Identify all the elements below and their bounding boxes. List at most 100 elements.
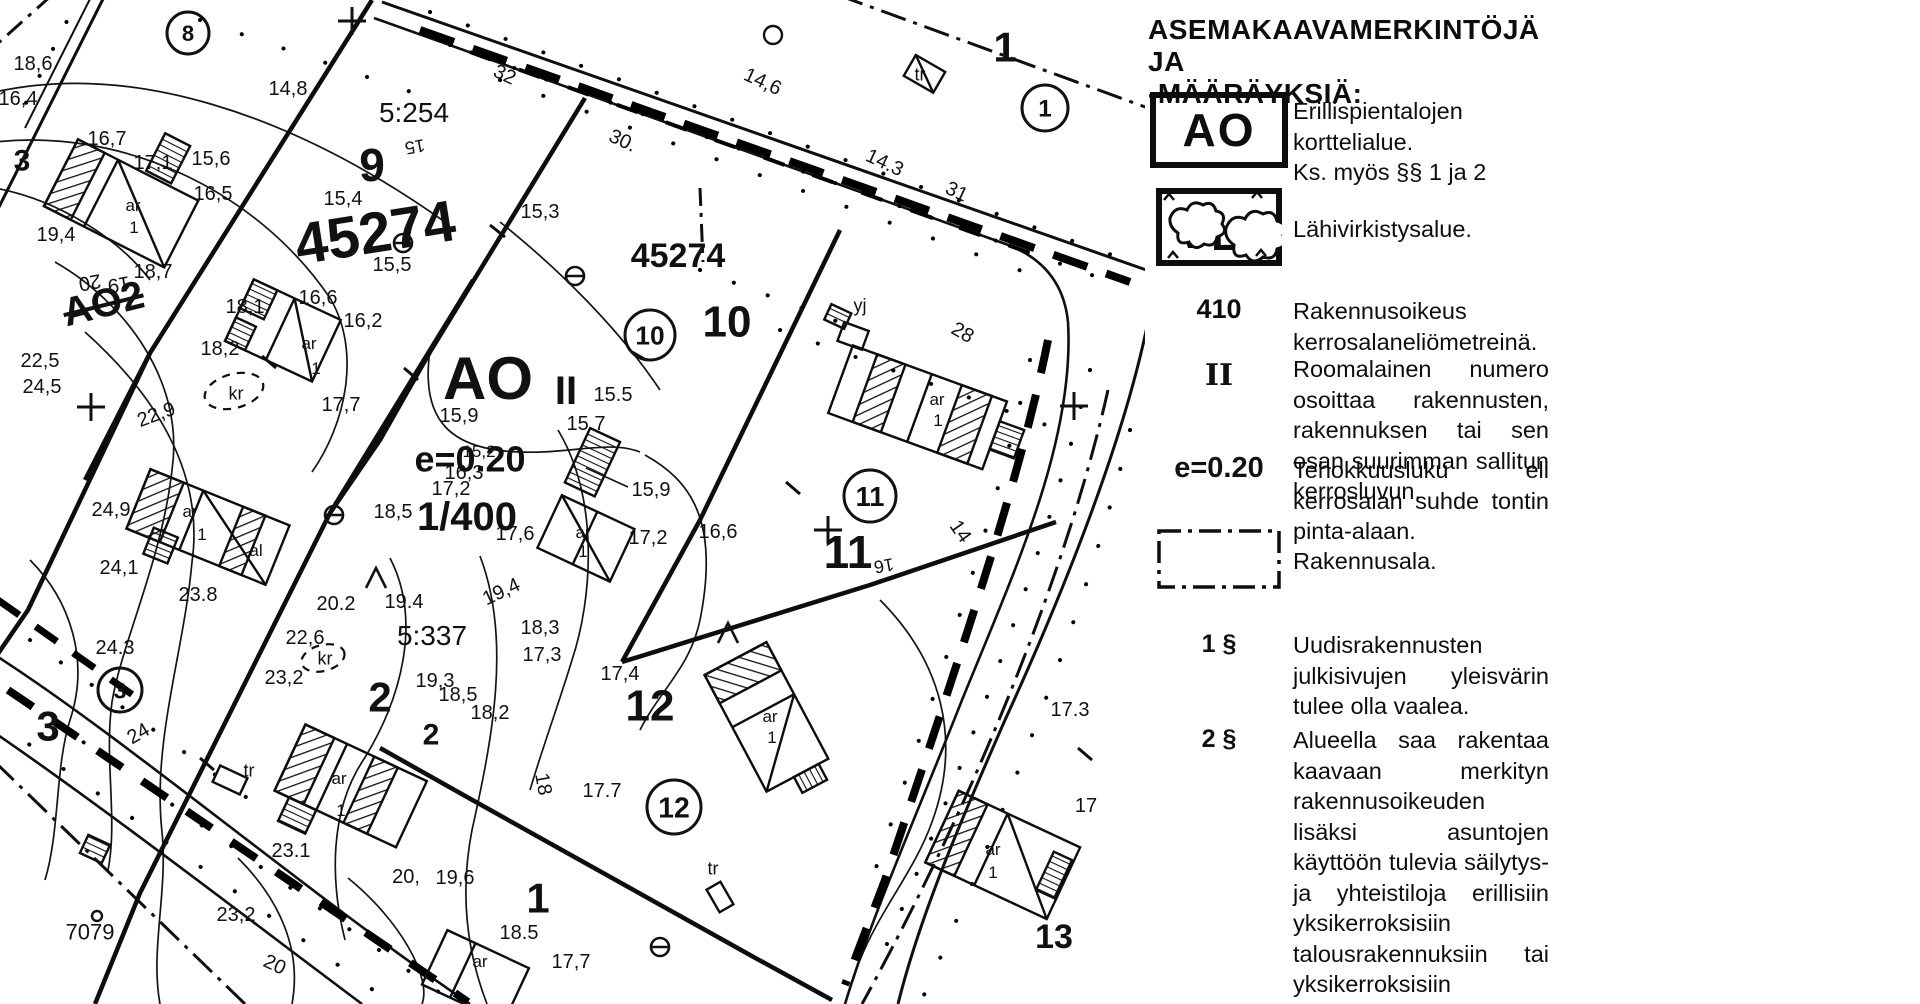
map-label: 31 (942, 177, 971, 206)
map-label: 15,9 (440, 405, 479, 427)
map-label: 18,5 (439, 684, 478, 706)
map-circled-number: 3 (96, 666, 144, 714)
symbol-2-par: 2 § (1201, 725, 1237, 753)
map-label: 24,5 (23, 376, 62, 398)
caret-mark-icon (364, 565, 388, 589)
map-circled-number: 10 (623, 308, 677, 362)
map-label: 18.5 (500, 922, 539, 944)
map-label: 15,6 (192, 148, 231, 170)
legend-item-410-desc: Rakennusoikeus kerrosalaneliömetreinä. (1293, 298, 1538, 355)
zoning-map: 4527494527410111222113331AOIIe=0.201/400… (0, 0, 1145, 1004)
map-label: ar (182, 502, 197, 521)
map-label: 17,1 (134, 152, 173, 174)
map-label: 20 (77, 269, 103, 295)
symbol-e020: e=0.20 (1174, 452, 1264, 484)
map-label: 18,7 (134, 261, 173, 283)
dash-dot-boundaries (0, 0, 1145, 1004)
svg-text:3: 3 (114, 677, 127, 703)
map-label: 18,1 (226, 296, 265, 318)
small-circle-icon (90, 909, 104, 923)
map-label: 19,4 (479, 574, 524, 610)
map-label: 15,4 (324, 188, 363, 210)
map-label: 16 (872, 554, 895, 577)
map-label: ar (985, 840, 1000, 859)
legend-item-roman-desc: Roomalainen numero osoittaa rakennusten,… (1293, 356, 1549, 505)
map-label: 22,9 (134, 398, 178, 432)
symbol-II: II (1204, 358, 1234, 393)
map-label: 23,2 (217, 904, 256, 926)
map-label: ar (762, 707, 777, 726)
map-label: 2 (368, 674, 391, 721)
map-label: 32 (490, 60, 519, 89)
map-label: ar (929, 390, 944, 409)
map-label: 15,5 (373, 254, 412, 276)
survey-point-icon (392, 232, 414, 254)
map-label: 24.3 (96, 637, 135, 659)
svg-text:10: 10 (635, 321, 664, 351)
map-label: kr (229, 383, 244, 403)
symbol-1-par: 1 § (1201, 630, 1237, 658)
map-label: 15 (403, 135, 426, 158)
map-label: 16,7 (88, 128, 127, 150)
map-label: 19,6 (436, 867, 475, 889)
map-label: 16,2 (344, 310, 383, 332)
map-label: 3 (14, 145, 31, 178)
legend-item-rakennusala-desc: Rakennusala. (1293, 548, 1437, 574)
map-label: 1 (129, 218, 138, 237)
map-label: 15,9 (632, 479, 671, 501)
map-label: 17,3 (523, 644, 562, 666)
legend-item-par1-desc: Uudisrakennusten julkisivujen yleisvärin… (1293, 632, 1549, 720)
map-label: al (249, 541, 262, 560)
map-label: tr (244, 760, 255, 780)
efficiency-symbol: e=0.20 (1145, 452, 1293, 485)
map-label: 23,2 (265, 667, 304, 689)
map-label: 17,7 (552, 951, 591, 973)
survey-point-icon (564, 265, 586, 287)
ao-box: AO (1150, 92, 1288, 168)
map-label: 16,6 (299, 287, 338, 309)
survey-point-icon (323, 504, 345, 526)
map-label: 24,1 (100, 557, 139, 579)
map-label: 45274 (631, 237, 726, 275)
legend-item-par2-desc: Alueella saa rakentaa kaavaan merkityn r… (1293, 727, 1549, 1004)
map-label: 7079 (66, 920, 115, 945)
map-label: 1 (993, 24, 1016, 71)
map-label: 1 (578, 542, 587, 561)
map-label: 16,3 (445, 462, 484, 484)
vl-area-symbol: V L (1145, 188, 1293, 266)
map-label: 9 (359, 139, 385, 191)
map-label: 17,6 (496, 523, 535, 545)
map-symbols (77, 7, 1088, 958)
map-label: 1 (336, 801, 345, 820)
map-label: 23.8 (179, 584, 218, 606)
map-circled-number: 8 (165, 10, 211, 56)
legend-item-e020-desc: Tehokkuusluku eli kerrosalan suhde tonti… (1293, 457, 1549, 545)
survey-cross-icon (338, 7, 366, 35)
survey-cross-icon (1060, 392, 1088, 420)
small-circle-icon (762, 24, 784, 46)
map-circled-number: 12 (645, 778, 703, 836)
road-dash-bands (0, 26, 1132, 1004)
map-label: 3 (36, 703, 59, 750)
rakennusala-symbol (1145, 528, 1293, 590)
map-label: AO (443, 345, 533, 412)
map-label: 1 (526, 875, 549, 922)
buildings (42, 53, 1082, 1004)
map-label: 15.5 (594, 384, 633, 406)
map-label: 12 (626, 681, 675, 730)
map-label: ar (331, 769, 346, 788)
map-label: 14.3 (862, 145, 907, 181)
dash-dot-box (1157, 529, 1281, 589)
map-label: 23.1 (272, 840, 311, 862)
map-label: ar (125, 196, 140, 215)
survey-cross-icon (77, 393, 105, 421)
map-label: 28 (947, 318, 977, 348)
legend-item-ao-desc: Erillispientalojen korttelialue. Ks. myö… (1293, 98, 1487, 186)
roman-numeral-symbol: II (1145, 358, 1293, 393)
map-label: 5:337 (397, 620, 467, 651)
map-label: 22,6 (286, 627, 325, 649)
map-label: kr (318, 648, 333, 668)
legend-item-vl-desc: Lähivirkistysalue. (1293, 216, 1472, 242)
